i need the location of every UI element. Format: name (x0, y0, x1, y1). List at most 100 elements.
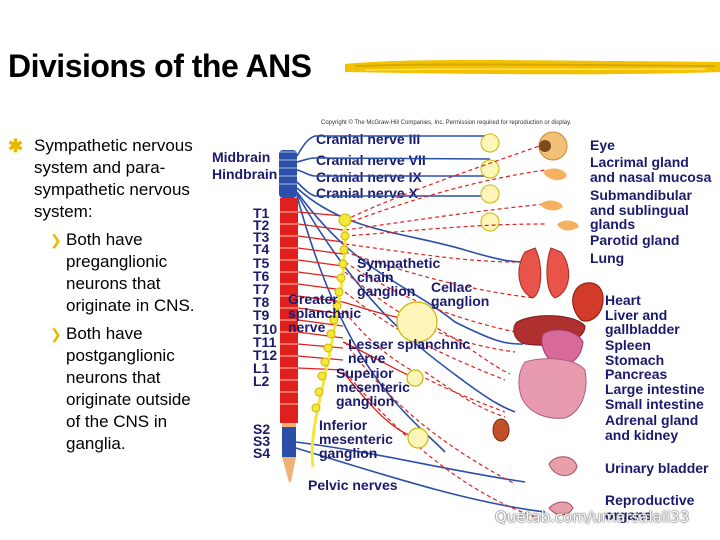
greater-splanchnic-label-3: nerve (288, 319, 326, 335)
organ-label-heart: Heart (605, 292, 641, 308)
organ-label-lacrimal-2: and nasal mucosa (590, 169, 712, 185)
segment-label-t12: T12 (253, 347, 277, 363)
reproductive-organs-illustration (548, 501, 574, 516)
submandibular-ganglion (480, 184, 500, 204)
organ-label-lung: Lung (590, 250, 624, 266)
ans-diagram: Copyright © The McGraw-Hill Companies, I… (212, 119, 712, 523)
greater-splanchnic-label-1: Greater (288, 291, 338, 307)
organ-label-adrenal-2: and kidney (605, 427, 678, 443)
superior-mesenteric-label-3: ganglion (336, 393, 394, 409)
sub-bullet-2-text: Both have postganglionic neurons that or… (66, 324, 191, 453)
structure-labels: Sympathetic chain ganglion Celiac gangli… (288, 255, 489, 493)
organ-label-lacrimal-1: Lacrimal gland (590, 154, 689, 170)
lesser-splanchnic-label-2: nerve (348, 350, 386, 366)
organ-label-parotid: Parotid gland (590, 232, 679, 248)
celiac-ganglion (396, 301, 438, 343)
inferior-mesenteric-label-2: mesenteric (319, 431, 393, 447)
segment-label-t5: T5 (253, 255, 270, 271)
segment-label-t9: T9 (253, 307, 270, 323)
inferior-mesenteric-label-3: ganglion (319, 445, 377, 461)
segment-label-t11: T11 (253, 334, 277, 350)
lacrimal-gland-illustration (543, 168, 567, 181)
title-underline-brushstroke (345, 60, 720, 75)
organ-label-reproductive-1: Reproductive (605, 492, 695, 508)
cranial-nerve-7-label: Cranial nerve VII (316, 152, 426, 168)
heart-illustration (572, 282, 604, 322)
sympathetic-chain-label-2: chain (357, 269, 394, 285)
segment-label-t8: T8 (253, 294, 270, 310)
organ-label-small-intestine: Small intestine (605, 396, 704, 412)
inferior-mesenteric-ganglion (407, 427, 429, 449)
segment-label-t6: T6 (253, 268, 270, 284)
inferior-mesenteric-label-1: Inferior (319, 417, 368, 433)
sympathetic-chain (310, 213, 352, 468)
segment-label-l2: L2 (253, 373, 270, 389)
cranial-nerve-10-label: Cranial nerve X (316, 185, 419, 201)
bullet-main: ✱ Sympathetic nervous system and para-sy… (8, 135, 208, 223)
collateral-ganglia (396, 301, 438, 449)
parasympathetic-cranial-pathways (295, 135, 546, 513)
segment-label-t1: T1 (253, 205, 270, 221)
organ-label-submandibular-1: Submandibular (590, 187, 692, 203)
pterygopalatine-ganglion (480, 159, 500, 179)
segment-label-s2: S2 (253, 421, 270, 437)
superior-mesenteric-ganglion (406, 369, 424, 387)
organ-label-urinary-bladder: Urinary bladder (605, 460, 709, 476)
intestine-illustration (518, 358, 587, 419)
organ-label-submandibular-2: and sublingual (590, 202, 689, 218)
cranial-nerve-3-label: Cranial nerve III (316, 131, 420, 147)
organ-label-stomach: Stomach (605, 352, 664, 368)
organ-label-adrenal-1: Adrenal gland (605, 412, 698, 428)
segment-label-s4: S4 (253, 445, 270, 461)
bullet-main-text: Sympathetic nervous system and para-symp… (34, 136, 193, 221)
organ-label-spleen: Spleen (605, 337, 651, 353)
hindbrain-label: Hindbrain (212, 166, 277, 182)
urinary-bladder-illustration (548, 456, 578, 476)
otic-ganglion (480, 212, 500, 232)
cranial-nerve-9-label: Cranial nerve IX (316, 169, 422, 185)
watermark-text: Quetab.com/umarsalali33 (495, 508, 690, 526)
kidney-illustration (492, 418, 510, 442)
organ-label-pancreas: Pancreas (605, 366, 667, 382)
sub-bullet-2: ❯ Both have postganglionic neurons that … (8, 323, 208, 455)
submandibular-gland-illustration (540, 200, 563, 211)
sympathetic-chain-label-1: Sympathetic (357, 255, 440, 271)
lung-illustration (518, 247, 570, 299)
copyright-text: Copyright © The McGraw-Hill Companies, I… (321, 119, 572, 126)
segment-label-t4: T4 (253, 241, 270, 257)
segment-label-t7: T7 (253, 281, 270, 297)
celiac-label-1: Celiac (431, 279, 472, 295)
parotid-gland-illustration (557, 220, 579, 231)
ciliary-ganglion (480, 133, 500, 153)
organ-label-reproductive-2: organs (605, 507, 652, 523)
organ-label-liver-2: gallbladder (605, 321, 680, 337)
organ-illustrations (492, 131, 604, 516)
segment-label-l1: L1 (253, 360, 270, 376)
segment-label-t10: T10 (253, 321, 277, 337)
chevron-bullet-icon: ❯ (50, 232, 62, 248)
greater-splanchnic-label-2: splanchnic (288, 305, 361, 321)
segment-label-s3: S3 (253, 433, 270, 449)
slide-title: Divisions of the ANS (8, 48, 312, 84)
celiac-label-2: ganglion (431, 293, 489, 309)
segment-label-t2: T2 (253, 217, 270, 233)
organ-label-submandibular-3: glands (590, 216, 635, 232)
asterisk-bullet-icon: ✱ (8, 136, 24, 156)
midbrain-label: Midbrain (212, 149, 270, 165)
sub-bullet-1: ❯ Both have preganglionic neurons that o… (8, 229, 208, 317)
organ-label-large-intestine: Large intestine (605, 381, 705, 397)
bullet-list: ✱ Sympathetic nervous system and para-sy… (8, 135, 208, 455)
sub-bullet-1-text: Both have preganglionic neurons that ori… (66, 230, 195, 315)
chevron-bullet-icon: ❯ (50, 326, 62, 342)
segment-labels: T1 T2 T3 T4 T5 T6 T7 T8 T9 T10 T11 T12 L… (253, 205, 277, 461)
pelvic-nerves-label: Pelvic nerves (308, 477, 398, 493)
segment-label-t3: T3 (253, 229, 270, 245)
superior-mesenteric-label-2: mesenteric (336, 379, 410, 395)
organ-labels: Eye Lacrimal gland and nasal mucosa Subm… (590, 137, 712, 523)
lesser-splanchnic-label-1: Lesser splanchnic (348, 336, 470, 352)
spinal-cord (279, 150, 298, 482)
eye-illustration (538, 131, 568, 161)
cranial-nerve-labels: Cranial nerve III Cranial nerve VII Cran… (316, 131, 426, 201)
cranial-ganglia (480, 133, 500, 232)
organ-label-liver-1: Liver and (605, 307, 667, 323)
